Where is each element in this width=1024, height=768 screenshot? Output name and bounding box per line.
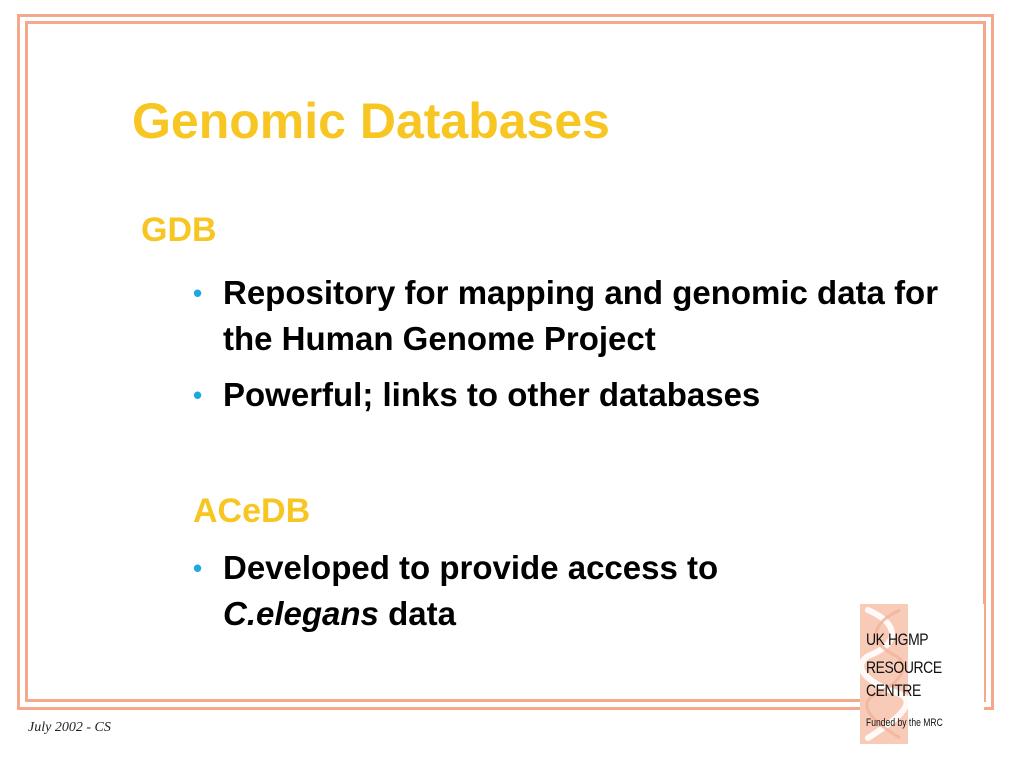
bullet-text-prefix: Developed to provide access to [223, 549, 719, 586]
bullet-text-suffix: data [378, 595, 456, 632]
bullet-text-italic: C.elegans [223, 595, 379, 632]
section-heading-gdb: GDB [141, 211, 217, 249]
logo-text-line1: UK HGMP [866, 630, 929, 649]
section-heading-acedb: ACeDB [193, 492, 311, 530]
logo-text-line2: RESOURCE [866, 658, 942, 677]
bullet-text: Developed to provide access to C.elegans… [223, 545, 953, 637]
hgmp-logo: UK HGMP RESOURCE CENTRE Funded by the MR… [860, 604, 984, 744]
slide-title: Genomic Databases [132, 93, 610, 149]
bullet-item: • Repository for mapping and genomic dat… [193, 270, 953, 362]
logo-text-line3: CENTRE [866, 681, 921, 700]
slide-frame-inner [25, 21, 986, 702]
bullet-text: Powerful; links to other databases [223, 376, 761, 413]
logo-funded-text: Funded by the MRC [866, 717, 943, 729]
slide-frame-outer [17, 14, 994, 710]
bullet-icon: • [193, 553, 203, 583]
slide-footer: July 2002 - CS [28, 720, 111, 735]
bullet-icon: • [193, 380, 203, 410]
bullet-icon: • [193, 278, 203, 308]
bullet-item: • Powerful; links to other databases [193, 372, 953, 418]
bullet-text: Repository for mapping and genomic data … [223, 274, 939, 357]
bullet-item: • Developed to provide access to C.elega… [193, 545, 953, 637]
dna-helix-icon [860, 607, 910, 741]
